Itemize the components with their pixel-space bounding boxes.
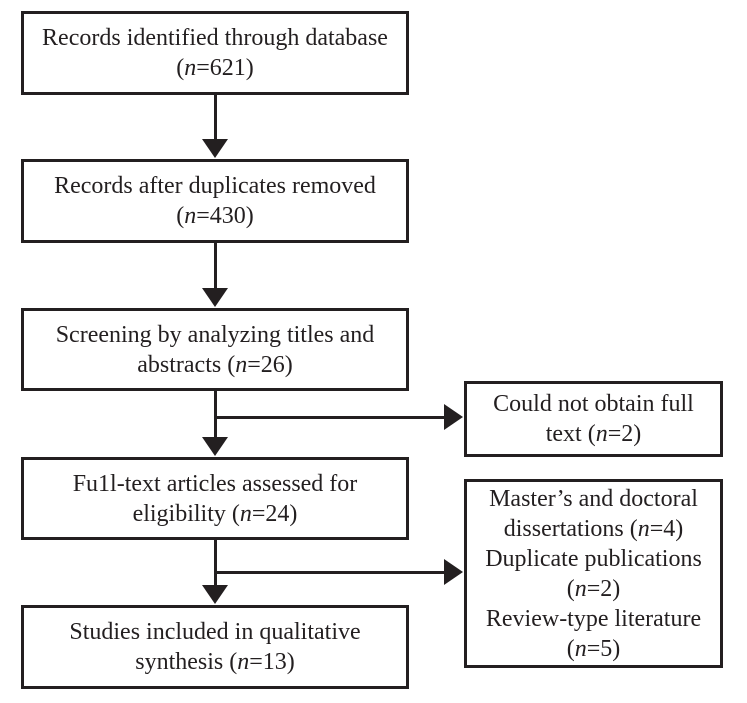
branch-to-no-full-text — [215, 416, 445, 419]
arrowhead-down-icon — [202, 139, 228, 158]
box-text-line: Records identified through database — [42, 25, 388, 51]
flow-box-studies-included: Studies included in qualitative synthesis… — [21, 605, 409, 689]
arrowhead-down-icon — [202, 437, 228, 456]
box-text-line: Screening by analyzing titles and — [55, 321, 375, 348]
box-text-line: (n=621) — [176, 55, 254, 81]
arrowhead-right-icon — [444, 404, 463, 430]
box-text-line: text (n=2) — [545, 421, 642, 447]
flow-box-no-full-text: Could not obtain full text (n=2) — [464, 381, 723, 457]
flow-box-full-text-assessed: Fu1l-text articles assessed for eligibili… — [21, 457, 409, 540]
flow-box-screening: Screening by analyzing titles and abstrac… — [21, 308, 409, 391]
box-text-line: (n=5) — [566, 635, 621, 662]
box-text-line: Review-type literature — [485, 605, 702, 632]
flow-box-exclusion-reasons: Master’s and doctoral dissertations (n=4)… — [464, 479, 723, 668]
arrowhead-down-icon — [202, 585, 228, 604]
box-text-line: synthesis (n=13) — [135, 649, 295, 675]
connector-fulltext-to-included — [214, 540, 217, 586]
box-text-line: Records after duplicates removed — [54, 173, 376, 199]
box-text-line: eligibility (n=24) — [132, 500, 298, 527]
box-text-line: dissertations (n=4) — [503, 515, 684, 542]
connector-duplicates-to-screening — [214, 243, 217, 289]
box-text-line: Master’s and doctoral — [489, 485, 698, 512]
box-text-line: (n=430) — [176, 203, 254, 229]
flow-box-duplicates-removed: Records after duplicates removed (n=430) — [21, 159, 409, 243]
connector-screening-to-fulltext — [214, 391, 217, 438]
arrowhead-right-icon — [444, 559, 463, 585]
box-text-line: Studies included in qualitative — [69, 619, 361, 645]
connector-identified-to-duplicates — [214, 95, 217, 140]
branch-to-exclusion-reasons — [215, 571, 445, 574]
flow-box-records-identified: Records identified through database (n=62… — [21, 11, 409, 95]
box-text-line: Fu1l-text articles assessed for — [72, 470, 358, 497]
box-text-line: abstracts (n=26) — [137, 351, 293, 378]
box-text-line: Duplicate publications — [485, 545, 702, 572]
arrowhead-down-icon — [202, 288, 228, 307]
box-text-line: (n=2) — [566, 575, 621, 602]
box-text-line: Could not obtain full — [493, 391, 694, 417]
